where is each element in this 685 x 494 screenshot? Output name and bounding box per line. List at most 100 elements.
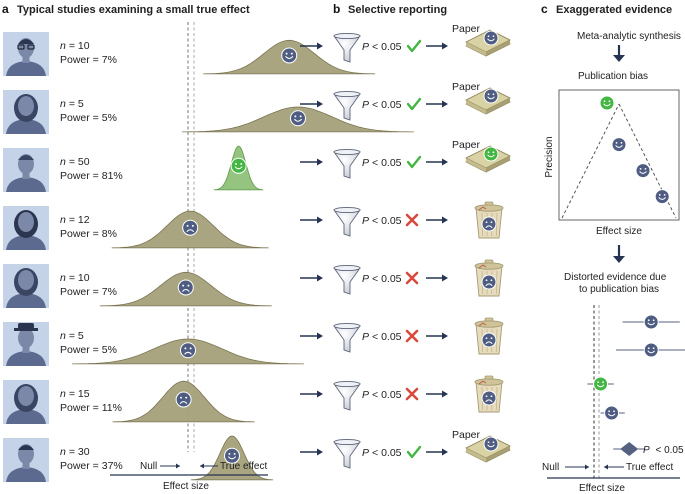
- down-arrow-icon: [613, 45, 625, 62]
- forest-true-arrow-head: [604, 464, 608, 470]
- sample-size-symbol: n: [60, 214, 66, 226]
- right-arrow-icon: [426, 390, 448, 398]
- power-label: Power = 5%: [60, 112, 117, 124]
- cross-icon: [405, 387, 419, 401]
- funnel-point: [635, 163, 651, 179]
- panel-a-axis: Null True effect Effect size: [110, 461, 268, 492]
- smiley-face-icon: [593, 376, 609, 392]
- forest-study-row: [600, 405, 625, 421]
- power-label: Power = 5%: [60, 344, 117, 356]
- effect-size-axis-label: Effect size: [163, 481, 209, 492]
- p-threshold-value: < 0.05: [372, 99, 402, 111]
- power-label: Power = 7%: [60, 286, 117, 298]
- check-icon: [406, 97, 422, 111]
- study-row: n= 10 Power = 7% P< 0.05: [3, 259, 504, 308]
- check-icon: [406, 39, 422, 53]
- right-arrow-icon: [426, 448, 448, 456]
- sample-size-label: n= 50: [60, 156, 90, 168]
- forest-study-row: [616, 342, 685, 358]
- right-arrow-icon: [300, 216, 323, 224]
- smiley-face-icon: [643, 342, 659, 358]
- distorted-evidence-title-line1: Distorted evidence due: [564, 272, 667, 283]
- sample-size-label: n= 15: [60, 388, 90, 400]
- smiley-face-icon: [643, 314, 659, 330]
- right-arrow-icon: [300, 100, 323, 108]
- smiley-face-icon: [604, 405, 620, 421]
- cross-icon: [405, 329, 419, 343]
- funnel-points: [599, 95, 670, 205]
- researcher-portrait: [3, 206, 49, 250]
- p-threshold-value: < 0.05: [372, 157, 402, 169]
- p-symbol: P: [362, 99, 369, 111]
- smiley-face-icon: [290, 110, 306, 127]
- smiley-face-icon: [230, 157, 247, 174]
- smiley-face-icon: [483, 436, 499, 452]
- p-threshold-value: < 0.05: [372, 331, 402, 343]
- down-arrow-icon: [613, 245, 625, 263]
- forest-plot: P < 0.05 Null True effect Effect size: [542, 305, 685, 494]
- forest-axis-label: Effect size: [579, 483, 625, 494]
- filter-funnel-icon: [333, 32, 361, 63]
- sample-size-value: = 5: [69, 330, 84, 342]
- forest-true-effect-label: True effect: [626, 462, 673, 473]
- right-arrow-icon: [426, 216, 448, 224]
- null-label: Null: [140, 461, 157, 472]
- p-threshold-value: < 0.05: [372, 41, 402, 53]
- filter-funnel-icon: [333, 148, 361, 179]
- sample-size-symbol: n: [60, 446, 66, 458]
- forest-study-row: [622, 314, 680, 330]
- right-arrow-icon: [300, 332, 323, 340]
- researcher-portrait: [3, 264, 49, 308]
- sample-size-label: n= 5: [60, 330, 84, 342]
- sample-size-label: n= 5: [60, 98, 84, 110]
- right-arrow-icon: [300, 448, 323, 456]
- p-symbol: P: [362, 331, 369, 343]
- right-arrow-icon: [300, 390, 323, 398]
- p-value-threshold: P< 0.05: [362, 99, 402, 111]
- power-label: Power = 7%: [60, 54, 117, 66]
- sample-size-symbol: n: [60, 330, 66, 342]
- p-threshold-value: < 0.05: [372, 389, 402, 401]
- forest-studies: [587, 314, 685, 450]
- panel-c-header: c Exaggerated evidence: [541, 2, 672, 16]
- sample-size-value: = 5: [69, 98, 84, 110]
- smiley-face-icon: [483, 30, 499, 46]
- funnel-point: [654, 189, 670, 205]
- researcher-portrait: [3, 322, 49, 366]
- panel-a-letter: a: [2, 2, 9, 16]
- summary-p-symbol: P: [643, 445, 650, 456]
- filter-funnel-icon: [333, 322, 361, 353]
- filter-funnel-icon: [333, 90, 361, 121]
- researcher-portrait: [3, 148, 49, 192]
- sad-face-icon: [481, 332, 497, 348]
- p-symbol: P: [362, 389, 369, 401]
- paper-label: Paper: [452, 81, 481, 93]
- p-value-threshold: P< 0.05: [362, 273, 402, 285]
- sample-size-label: n= 10: [60, 272, 90, 284]
- sad-face-icon: [481, 216, 497, 232]
- p-symbol: P: [362, 215, 369, 227]
- distorted-evidence-title-line2: to publication bias: [579, 284, 659, 295]
- sad-face-icon: [180, 342, 196, 359]
- funnel-plot: Precision Effect size: [544, 89, 680, 237]
- summary-estimate-diamond: [620, 442, 639, 456]
- sample-size-value: = 50: [69, 156, 90, 168]
- smiley-face-icon: [483, 88, 499, 104]
- sad-face-icon: [481, 390, 497, 406]
- power-label: Power = 8%: [60, 228, 117, 240]
- p-symbol: P: [362, 157, 369, 169]
- panel-b-title: Selective reporting: [348, 4, 447, 16]
- sample-size-symbol: n: [60, 388, 66, 400]
- study-row: n= 15 Power = 11% P< 0.05: [3, 375, 504, 424]
- right-arrow-icon: [426, 100, 448, 108]
- right-arrow-icon: [426, 42, 448, 50]
- sad-face-icon: [481, 274, 497, 290]
- cross-icon: [405, 271, 419, 285]
- researcher-portrait: [3, 380, 49, 424]
- researcher-portrait: [3, 32, 49, 76]
- power-label: Power = 11%: [60, 402, 122, 414]
- funnel-point: [611, 137, 627, 153]
